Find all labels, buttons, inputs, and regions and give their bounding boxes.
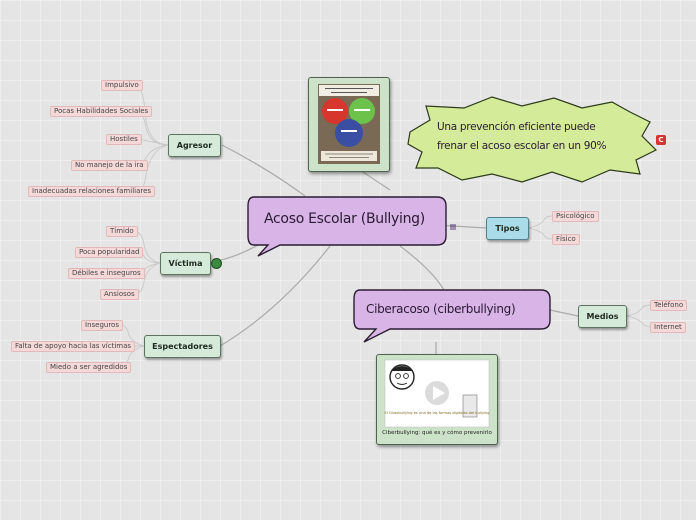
leaf-internet[interactable]: Internet: [650, 322, 686, 333]
leaf-miedo-agredidos[interactable]: Miedo a ser agredidos: [46, 362, 132, 373]
leaf-relaciones-familiares[interactable]: Inadecuadas relaciones familiares: [28, 186, 156, 197]
leaf-manejo-ira[interactable]: No manejo de la ira: [71, 160, 148, 171]
leaf-ansiosos[interactable]: Ansiosos: [100, 289, 139, 300]
ciberacoso-topic: Ciberacoso (ciberbullying): [366, 302, 516, 316]
leaf-debiles-inseguros[interactable]: Débiles e inseguros: [68, 268, 145, 279]
video-thumbnail: El Ciberbullying es una de las formas di…: [384, 359, 490, 428]
node-victima[interactable]: Víctima: [160, 252, 211, 275]
notes-icon[interactable]: [450, 224, 456, 230]
poster-image: [318, 84, 380, 164]
ciberacoso-bubble[interactable]: [350, 287, 554, 345]
video-caption: Ciberbullying: qué es y cómo prevenirlo: [382, 430, 492, 436]
node-tipos[interactable]: Tipos: [486, 217, 529, 240]
poster-frame[interactable]: [308, 77, 390, 172]
leaf-hostiles[interactable]: Hostiles: [106, 134, 142, 145]
leaf-fisico[interactable]: Físico: [552, 234, 580, 245]
node-medios[interactable]: Medios: [578, 305, 627, 328]
node-agresor[interactable]: Agresor: [168, 134, 221, 157]
leaf-telefono[interactable]: Teléfono: [650, 300, 688, 311]
callout-line1: Una prevención eficiente puede: [437, 121, 596, 133]
central-topic: Acoso Escolar (Bullying): [264, 211, 425, 227]
globe-icon[interactable]: [211, 258, 222, 269]
leaf-falta-apoyo[interactable]: Falta de apoyo hacia las víctimas: [11, 341, 136, 352]
leaf-pocas-habilidades[interactable]: Pocas Habilidades Sociales: [50, 106, 153, 117]
video-frame[interactable]: El Ciberbullying es una de las formas di…: [376, 354, 498, 445]
central-bubble[interactable]: [244, 194, 450, 260]
link-icon[interactable]: C: [656, 135, 666, 145]
leaf-timido[interactable]: Tímido: [106, 226, 138, 237]
callout-burst[interactable]: [404, 94, 658, 186]
callout-line2: frenar el acoso escolar en un 90%: [437, 140, 607, 152]
video-overlay: El Ciberbullying es una de las formas di…: [384, 411, 489, 415]
node-espectadores[interactable]: Espectadores: [144, 335, 221, 358]
leaf-inseguros[interactable]: Inseguros: [81, 320, 123, 331]
leaf-impulsivo[interactable]: Impulsivo: [101, 80, 143, 91]
leaf-poca-popularidad[interactable]: Poca popularidad: [75, 247, 144, 258]
leaf-psicologico[interactable]: Psicológico: [552, 211, 599, 222]
